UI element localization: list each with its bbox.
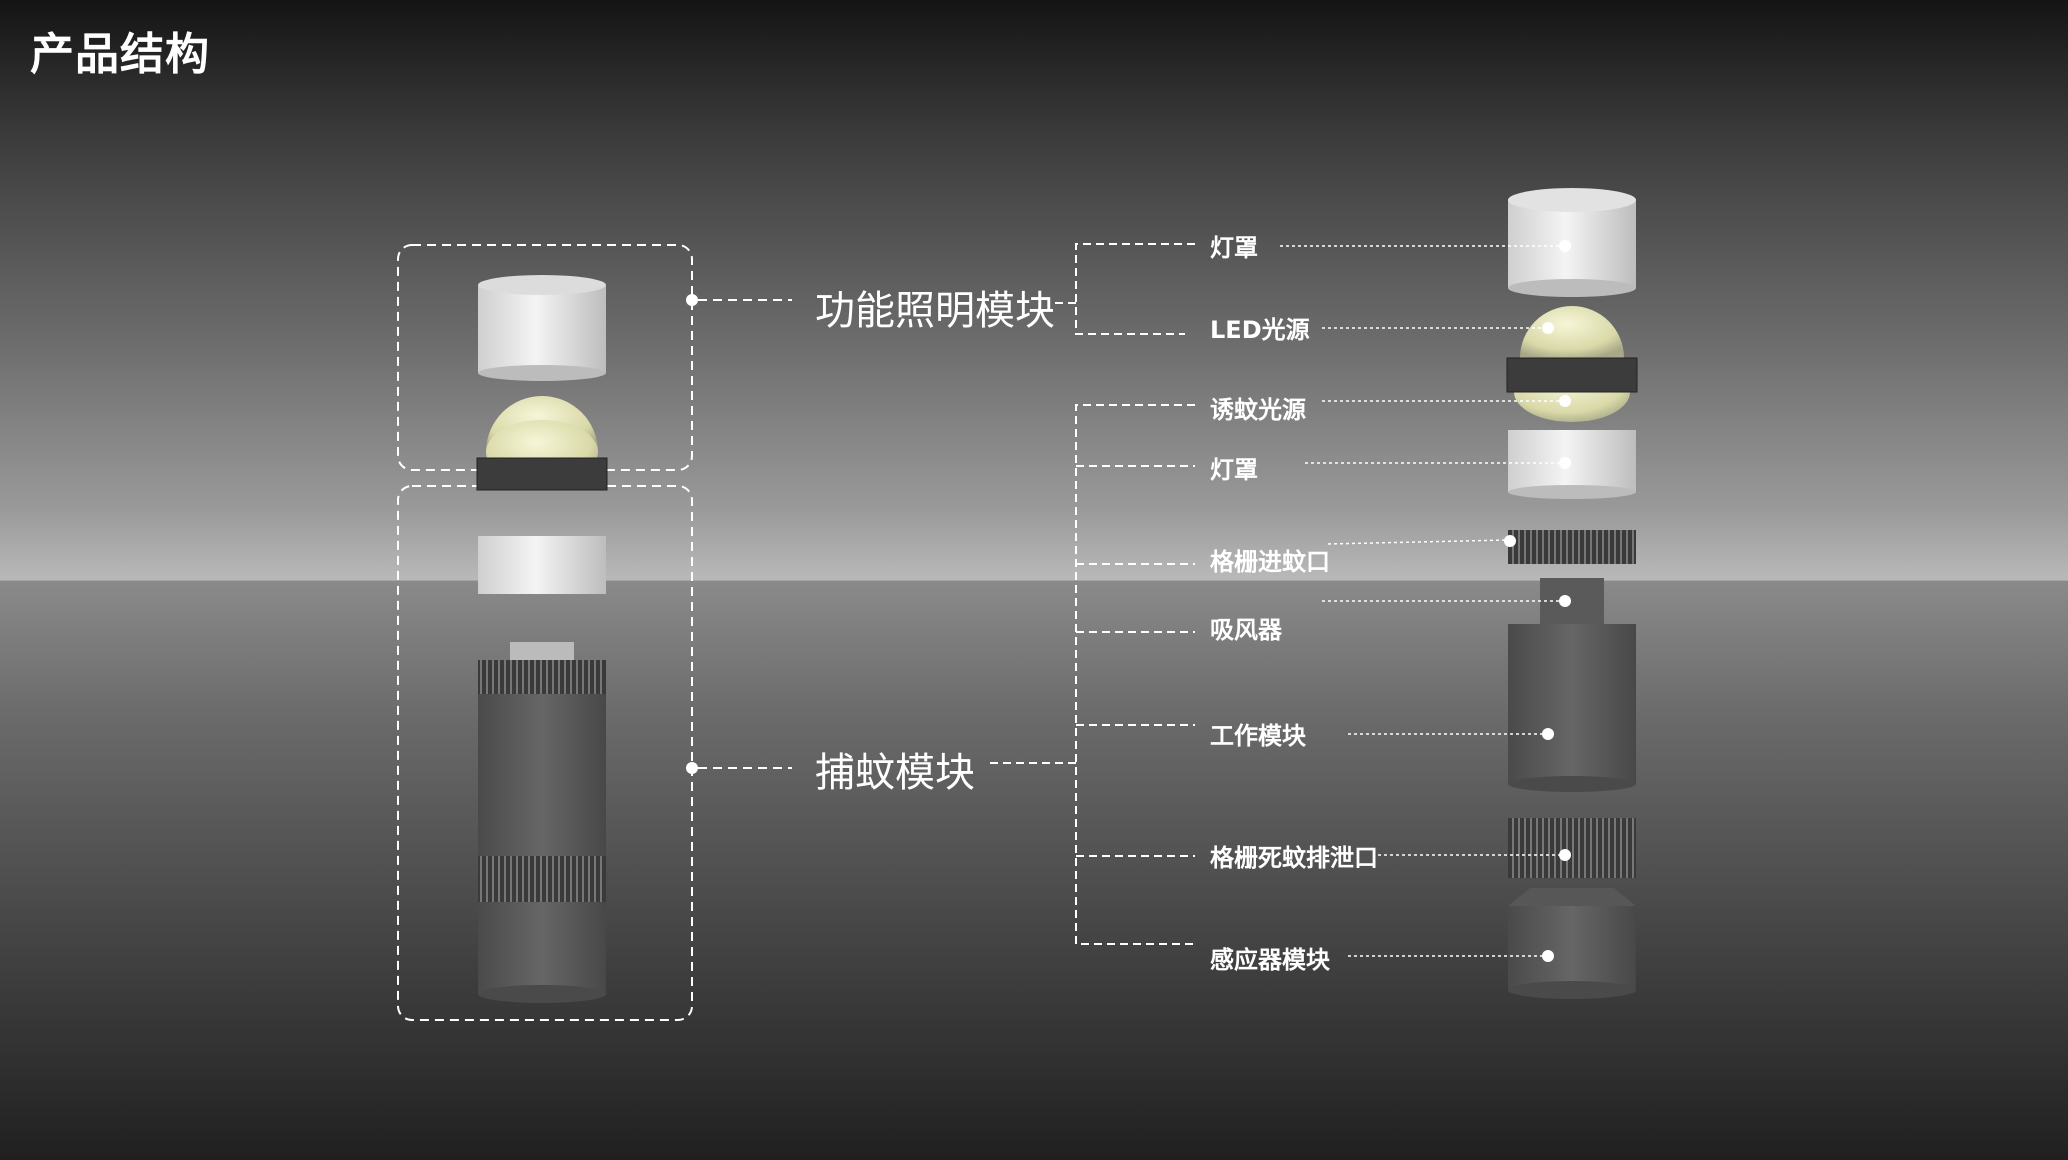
- exploded-device: [1506, 188, 1638, 999]
- part-label-lure-light: 诱蚊光源: [1210, 396, 1306, 424]
- page-title: 产品结构: [30, 29, 210, 80]
- part-label-work-module: 工作模块: [1210, 722, 1306, 750]
- part-label-grill-outlet: 格栅死蚊排泄口: [1210, 844, 1378, 872]
- part-label-grill-inlet: 格栅进蚊口: [1210, 548, 1330, 576]
- assembled-device: [476, 275, 608, 1003]
- part-label-sensor-module: 感应器模块: [1210, 946, 1330, 974]
- part-label-cover-lower: 灯罩: [1210, 456, 1258, 484]
- catching-module-box: [397, 485, 693, 1021]
- module-label-lighting: 功能照明模块: [815, 288, 1055, 334]
- lighting-module-box: [397, 244, 693, 471]
- module-label-catching: 捕蚊模块: [815, 750, 975, 796]
- part-label-led: LED光源: [1210, 316, 1310, 344]
- part-label-fan: 吸风器: [1210, 616, 1282, 644]
- part-label-cover-top: 灯罩: [1210, 234, 1258, 262]
